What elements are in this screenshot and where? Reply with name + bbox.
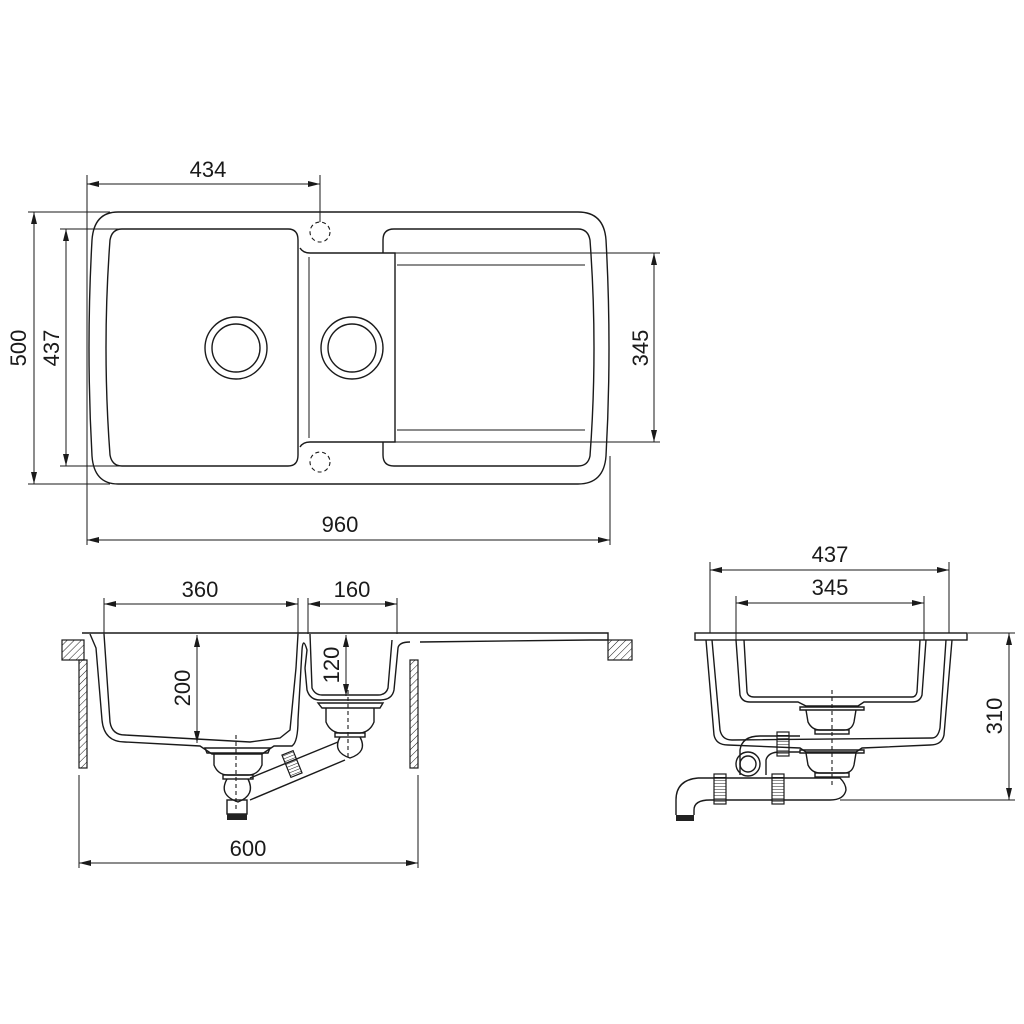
overflow-nut <box>776 731 790 757</box>
trap-nut-right <box>771 773 785 805</box>
main-bowl-outline <box>105 228 299 467</box>
main-drain-outer <box>204 316 268 380</box>
dim-bowl-depth: 437 <box>39 330 64 367</box>
cabinet-wall-left <box>78 659 88 769</box>
dim-overall-width: 960 <box>322 512 359 537</box>
top-view: 434 500 437 345 960 <box>6 157 660 545</box>
half-bowl-section <box>304 641 411 701</box>
trap-nut-left <box>713 773 727 805</box>
main-drain-inner <box>211 323 261 373</box>
dim-overall-depth: 500 <box>6 330 31 367</box>
dim-side-inner-depth: 345 <box>812 575 849 600</box>
side-main-bowl <box>705 639 953 753</box>
countertop-right <box>607 639 633 661</box>
tap-hole-bottom <box>309 451 331 473</box>
side-outlet-thread <box>676 815 694 821</box>
half-drain-outer <box>320 316 384 380</box>
outlet-thread <box>227 814 247 820</box>
cabinet-wall-right <box>409 659 419 769</box>
dim-main-bowl-width: 360 <box>182 577 219 602</box>
half-drain-inner <box>327 323 377 373</box>
countertop-left <box>61 639 85 661</box>
dim-main-bowl-depth: 200 <box>170 670 195 707</box>
dim-half-bowl-depth: 120 <box>319 647 344 684</box>
tap-hole-top <box>309 221 331 243</box>
drainer-outline <box>382 228 595 467</box>
dim-tap-hole-offset: 434 <box>190 157 227 182</box>
side-rim <box>694 632 968 641</box>
side-half-bowl <box>735 639 927 707</box>
dim-total-height: 310 <box>982 698 1007 735</box>
side-section-view: 437 345 310 <box>675 542 1015 821</box>
dim-half-bowl-width: 160 <box>334 577 371 602</box>
dim-cabinet-width: 600 <box>230 836 267 861</box>
front-section-view: 360 160 200 120 600 <box>61 577 633 868</box>
sink-outer-outline <box>88 211 610 485</box>
half-bowl-outline <box>299 247 396 448</box>
main-bowl-section <box>89 633 308 755</box>
dim-side-outer-depth: 437 <box>812 542 849 567</box>
dim-drainer-depth: 345 <box>628 330 653 367</box>
pipe-nut <box>281 749 303 779</box>
